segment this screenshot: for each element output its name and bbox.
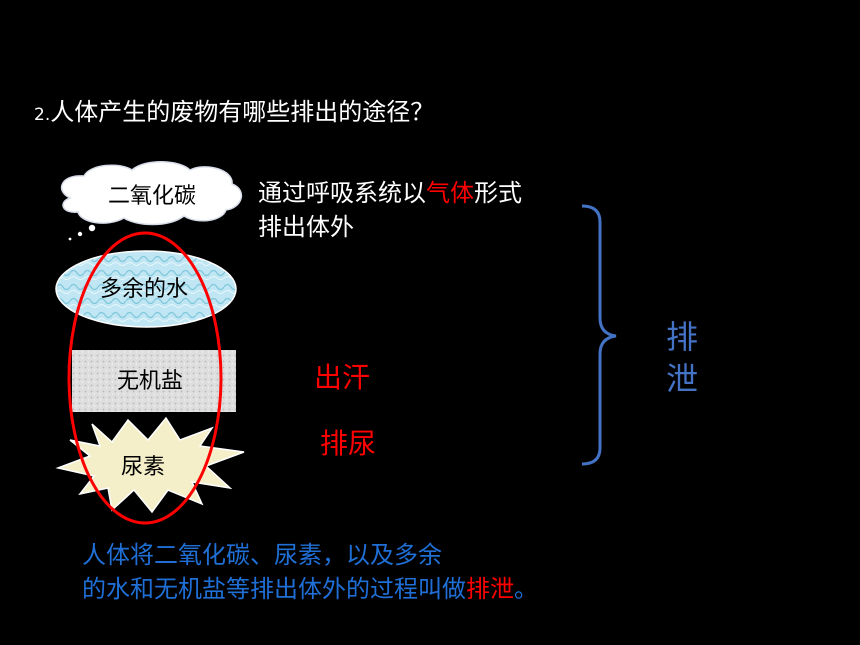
question-text: 2.人体产生的废物有哪些排出的途径？ xyxy=(34,92,434,127)
curly-brace xyxy=(581,204,617,466)
water-label: 多余的水 xyxy=(99,277,189,302)
co2-label: 二氧化碳 xyxy=(107,184,197,209)
question-body: 人体产生的废物有哪些排出的途径？ xyxy=(50,98,435,126)
summary-line-2: 的水和无机盐等排出体外的过程叫做排泄。 xyxy=(82,575,538,603)
urine-label: 排尿 xyxy=(320,427,377,460)
excretion-term: 排 泄 xyxy=(665,318,698,398)
urea-label: 尿素 xyxy=(120,455,166,480)
cloud-shape xyxy=(60,161,243,241)
summary-line-1: 人体将二氧化碳、尿素，以及多余 xyxy=(82,541,442,569)
sweat-label: 出汗 xyxy=(314,361,371,394)
water-ellipse xyxy=(55,250,237,328)
grouping-ellipse xyxy=(67,231,223,525)
summary-text: 人体将二氧化碳、尿素，以及多余 的水和无机盐等排出体外的过程叫做排泄。 xyxy=(82,538,538,606)
gas-highlight: 气体 xyxy=(426,179,474,207)
salt-label: 无机盐 xyxy=(116,369,184,394)
question-number: 2. xyxy=(34,105,51,125)
breathing-description: 通过呼吸系统以气体形式 排出体外 xyxy=(258,176,522,244)
urea-starburst xyxy=(55,416,245,514)
excretion-highlight: 排泄 xyxy=(466,575,514,603)
description-line-2: 排出体外 xyxy=(258,213,354,241)
salt-rectangle xyxy=(72,350,236,412)
description-line-1: 通过呼吸系统以气体形式 xyxy=(258,179,522,207)
